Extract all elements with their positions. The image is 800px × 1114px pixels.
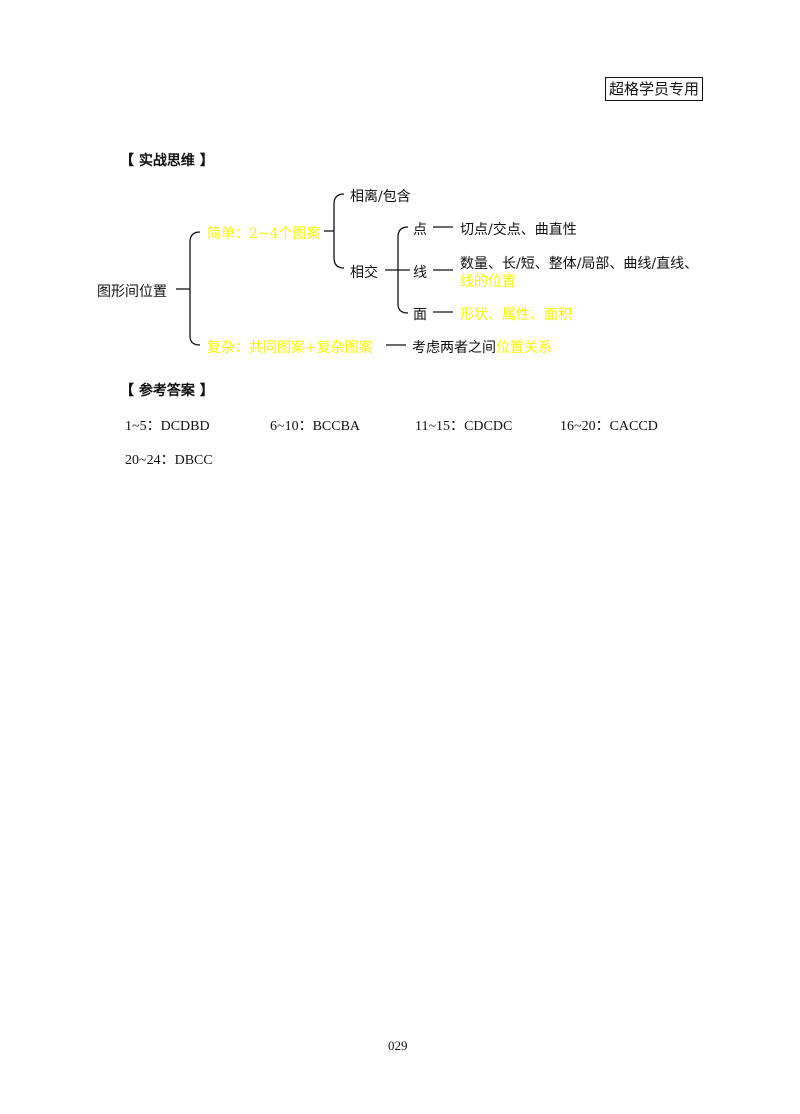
node-line-desc: 数量、长/短、整体/局部、曲线/直线、 <box>460 256 699 272</box>
section-title-thinking: 【 实战思维 】 <box>120 153 214 169</box>
answer-group-4: 16~20：CACCD <box>560 415 658 435</box>
answer-values: BCCBA <box>312 419 361 434</box>
node-complex: 复杂：共同图案+复杂图案 <box>207 340 373 356</box>
complex-desc-highlight: 位置关系 <box>496 340 552 356</box>
answer-values: CDCDC <box>464 419 513 434</box>
node-face-desc: 形状、属性、面积 <box>460 307 572 323</box>
section-title-answers: 【 参考答案 】 <box>120 383 214 399</box>
node-face: 面 <box>413 307 427 323</box>
members-only-badge: 超格学员专用 <box>605 77 703 101</box>
mindmap-connectors <box>176 193 453 346</box>
node-point: 点 <box>413 222 427 238</box>
answer-group-2: 6~10：BCCBA <box>270 415 360 435</box>
node-line: 线 <box>413 265 427 281</box>
answer-range: 1~5： <box>125 419 161 434</box>
node-point-desc: 切点/交点、曲直性 <box>460 222 577 238</box>
answer-values: CACCD <box>609 419 658 434</box>
answer-group-5: 20~24：DBCC <box>125 449 213 469</box>
node-intersect: 相交 <box>350 265 378 281</box>
answer-group-3: 11~15：CDCDC <box>415 415 512 435</box>
answer-range: 16~20： <box>560 419 610 434</box>
node-complex-desc: 考虑两者之间位置关系 <box>412 337 552 357</box>
node-separate-contain: 相离/包含 <box>350 189 411 205</box>
mindmap-root: 图形间位置 <box>97 284 167 300</box>
page-number: 029 <box>388 1038 408 1053</box>
answer-group-1: 1~5：DCDBD <box>125 415 210 435</box>
answer-range: 6~10： <box>270 419 313 434</box>
node-simple: 简单：2~4个图案 <box>207 226 321 242</box>
answer-values: DCDBD <box>160 419 210 434</box>
answer-values: DBCC <box>174 453 213 468</box>
node-line-desc-highlight: 线的位置 <box>460 274 516 290</box>
complex-desc-text: 考虑两者之间 <box>412 340 496 356</box>
answer-range: 11~15： <box>415 419 465 434</box>
answer-range: 20~24： <box>125 453 175 468</box>
